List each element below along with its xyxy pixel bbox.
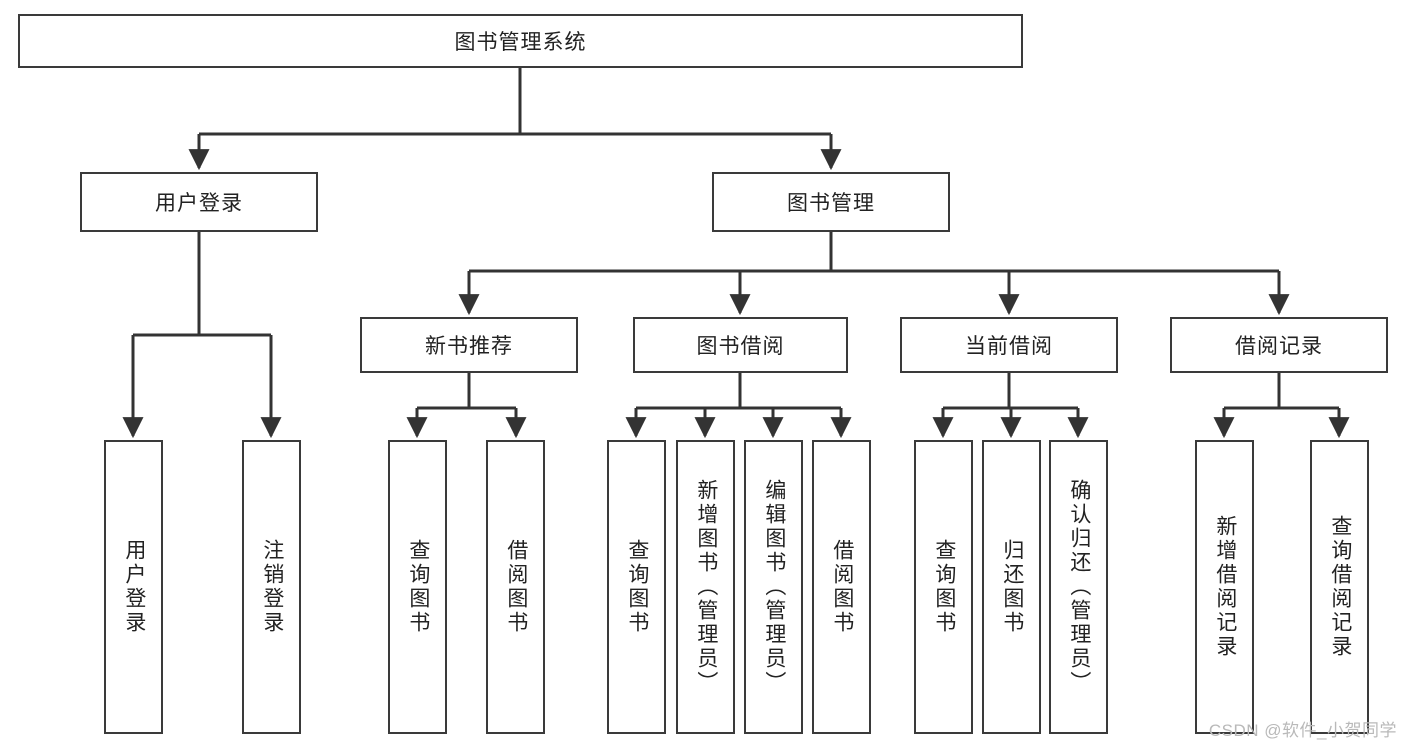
node-book-borrow[interactable]: 图书借阅 <box>633 317 848 373</box>
leaf-edit-book-admin-label: 编辑图书（管理员） <box>762 479 786 695</box>
leaf-return-book[interactable]: 归还图书 <box>982 440 1041 734</box>
node-root-label: 图书管理系统 <box>454 31 587 54</box>
node-book-management[interactable]: 图书管理 <box>712 172 950 232</box>
node-book-borrow-label: 图书借阅 <box>696 335 785 358</box>
leaf-user-login-label: 用户登录 <box>122 539 146 635</box>
node-root[interactable]: 图书管理系统 <box>18 14 1023 68</box>
node-new-book-recommend[interactable]: 新书推荐 <box>360 317 578 373</box>
leaf-confirm-return-admin-label: 确认归还（管理员） <box>1067 479 1091 695</box>
leaf-borrow-book[interactable]: 借阅图书 <box>812 440 871 734</box>
leaf-borrow-book-label: 借阅图书 <box>830 539 854 635</box>
leaf-query-book-newbook[interactable]: 查询图书 <box>388 440 447 734</box>
leaf-add-borrow-record[interactable]: 新增借阅记录 <box>1195 440 1254 734</box>
node-user-login-label: 用户登录 <box>155 192 243 215</box>
leaf-borrow-book-newbook[interactable]: 借阅图书 <box>486 440 545 734</box>
node-borrow-records-label: 借阅记录 <box>1235 335 1323 358</box>
leaf-query-borrow-record[interactable]: 查询借阅记录 <box>1310 440 1369 734</box>
node-current-borrow-label: 当前借阅 <box>965 335 1053 358</box>
leaf-borrow-book-newbook-label: 借阅图书 <box>504 539 528 635</box>
leaf-add-borrow-record-label: 新增借阅记录 <box>1213 515 1237 659</box>
node-book-management-label: 图书管理 <box>787 192 875 215</box>
leaf-logout-label: 注销登录 <box>260 539 284 635</box>
leaf-user-login[interactable]: 用户登录 <box>104 440 163 734</box>
leaf-query-book-newbook-label: 查询图书 <box>406 539 430 635</box>
leaf-query-borrow-record-label: 查询借阅记录 <box>1328 515 1352 659</box>
node-current-borrow[interactable]: 当前借阅 <box>900 317 1118 373</box>
leaf-return-book-label: 归还图书 <box>1000 539 1024 635</box>
leaf-query-book-borrow[interactable]: 查询图书 <box>607 440 666 734</box>
node-borrow-records[interactable]: 借阅记录 <box>1170 317 1388 373</box>
leaf-logout[interactable]: 注销登录 <box>242 440 301 734</box>
leaf-query-book-current-label: 查询图书 <box>932 539 956 635</box>
node-user-login[interactable]: 用户登录 <box>80 172 318 232</box>
leaf-confirm-return-admin[interactable]: 确认归还（管理员） <box>1049 440 1108 734</box>
leaf-add-book-admin-label: 新增图书（管理员） <box>694 479 718 695</box>
leaf-query-book-borrow-label: 查询图书 <box>625 539 649 635</box>
watermark-text: CSDN @软件_小贺同学 <box>1208 721 1397 740</box>
leaf-add-book-admin[interactable]: 新增图书（管理员） <box>676 440 735 734</box>
edges-group <box>122 68 1350 439</box>
leaf-edit-book-admin[interactable]: 编辑图书（管理员） <box>744 440 803 734</box>
node-new-book-recommend-label: 新书推荐 <box>425 335 513 358</box>
leaf-query-book-current[interactable]: 查询图书 <box>914 440 973 734</box>
